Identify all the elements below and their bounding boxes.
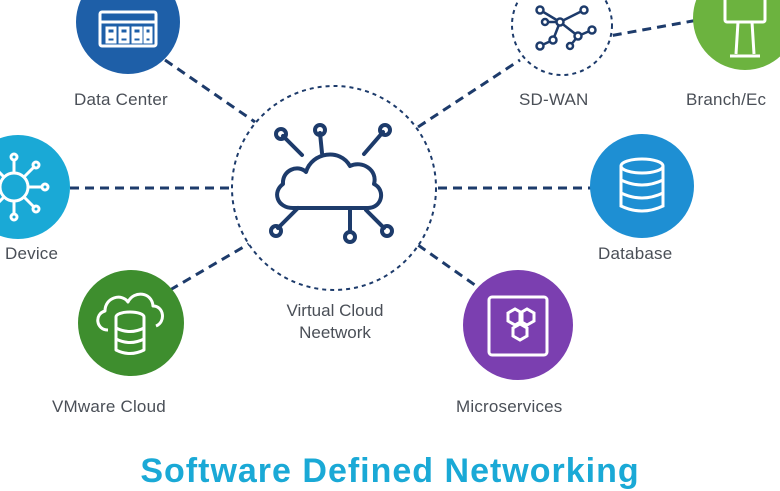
cloud-network-icon: [269, 123, 394, 244]
connector-sd-wan: [417, 58, 521, 129]
center-label-line2: Neetwork: [299, 323, 371, 342]
node-vmware-cloud: [78, 270, 184, 376]
label-sd-wan: SD-WAN: [519, 90, 589, 109]
database-icon: [619, 157, 665, 213]
network-graph-icon: [535, 5, 597, 51]
node-database: [590, 134, 694, 238]
connector-microservices: [417, 243, 483, 292]
footer-title: Software Defined Networking: [140, 452, 640, 490]
node-sd-wan: [511, 0, 613, 76]
building-icon: [98, 10, 158, 48]
connector-branch: [597, 18, 699, 40]
kiosk-icon: [723, 0, 767, 58]
label-device: Device: [5, 244, 59, 263]
node-device: [0, 135, 70, 239]
label-vmware-cloud: VMware Cloud: [52, 397, 166, 416]
connector-data-center: [164, 58, 256, 124]
center-label-line1: Virtual Cloud: [286, 301, 384, 320]
connector-lines: [70, 18, 699, 292]
center-label: Virtual Cloud Neetwork: [235, 300, 435, 344]
connector-vmware-cloud: [169, 240, 253, 292]
label-microservices: Microservices: [456, 397, 563, 416]
network-diagram: [0, 0, 780, 380]
label-data-center: Data Center: [74, 90, 168, 109]
cloud-database-icon: [96, 292, 164, 355]
center-ring: [231, 85, 437, 291]
label-database: Database: [598, 244, 673, 263]
device-hub-icon: [0, 152, 50, 222]
node-branch-edge: [693, 0, 780, 70]
hexagons-icon: [487, 295, 549, 357]
node-microservices: [463, 270, 573, 380]
node-data-center: [76, 0, 180, 74]
label-branch-edge: Branch/Ec: [686, 90, 767, 109]
